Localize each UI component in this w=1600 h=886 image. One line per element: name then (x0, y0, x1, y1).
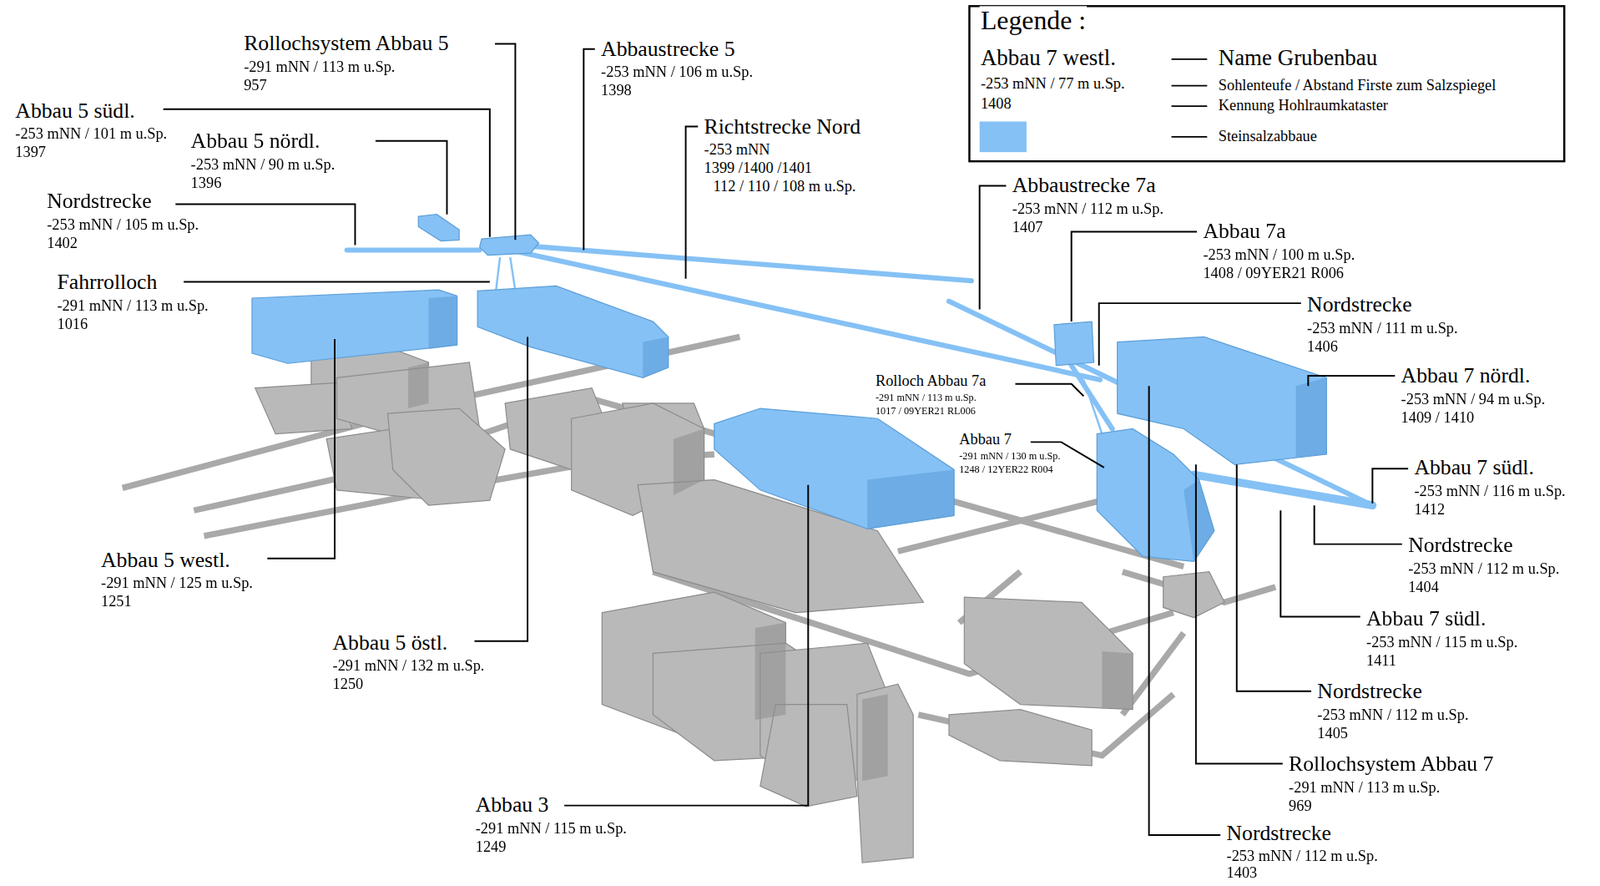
callout-text: 112 / 110 / 108 m u.Sp. (711, 177, 857, 196)
callout-text: -253 mNN / 111 m u.Sp. (1306, 319, 1459, 338)
callout-text: Abbau 3 (474, 792, 550, 818)
callout-text: Legende : (979, 5, 1088, 37)
callout-text: -253 mNN / 101 m u.Sp. (14, 125, 168, 143)
callout-text: 957 (242, 76, 268, 95)
callout-text: 1409 / 1410 (1399, 408, 1475, 427)
callout-text: -291 mNN / 113 m u.Sp. (242, 58, 397, 76)
callout-text: Richtstrecke Nord (702, 114, 862, 140)
leader-lines (163, 44, 1409, 835)
callout-text: Nordstrecke (45, 188, 153, 214)
callout-text: 1016 (55, 315, 89, 334)
callout-text: -253 mNN / 100 m u.Sp. (1201, 246, 1356, 264)
callout-text: -291 mNN / 113 m u.Sp. (874, 391, 978, 404)
callout-text: -291 mNN / 132 m u.Sp. (331, 656, 485, 675)
callout-text: 1408 (979, 95, 1013, 113)
callout-text: 1412 (1413, 500, 1446, 519)
callout-text: -253 mNN / 112 m u.Sp. (1407, 560, 1561, 578)
callout-text: 1402 (45, 234, 79, 253)
callout-text: 1396 (189, 174, 223, 192)
callout-text: 1411 (1365, 651, 1398, 670)
callout-text: -253 mNN / 116 m u.Sp. (1413, 482, 1567, 500)
callout-text: -253 mNN / 112 m u.Sp. (1225, 847, 1379, 865)
callout-text: Abbaustrecke 5 (600, 36, 737, 62)
legend-text: Steinsalzabbaue (1217, 127, 1319, 146)
callout-text: -291 mNN / 125 m u.Sp. (100, 574, 254, 592)
callout-text: -291 mNN / 113 m u.Sp. (1287, 778, 1442, 797)
callout-text: 1398 (600, 81, 633, 100)
callout-text: 1017 / 09YER21 RL006 (874, 404, 977, 417)
callout-text: -253 mNN / 106 m u.Sp. (600, 63, 754, 81)
callout-text: -291 mNN / 130 m u.Sp. (958, 449, 1062, 462)
callout-text: 1397 (14, 143, 47, 162)
callout-text: Nordstrecke (1306, 292, 1414, 318)
callout-text: -253 mNN / 115 m u.Sp. (1365, 633, 1520, 652)
callout-text: Abbau 7 südl. (1365, 605, 1488, 631)
callout-text: -253 mNN / 112 m u.Sp. (1316, 706, 1470, 724)
callout-text: Abbau 7 südl. (1413, 454, 1535, 480)
callout-text: Nordstrecke (1225, 820, 1333, 846)
callout-text: 1408 / 09YER21 R006 (1201, 264, 1345, 283)
callout-text: Abbau 5 nördl. (189, 128, 321, 154)
callout-text: 969 (1287, 797, 1313, 815)
callout-text: Fahrrolloch (55, 269, 158, 295)
callout-text: Rollochsystem Abbau 7 (1287, 751, 1495, 777)
callout-text: 1407 (1011, 218, 1045, 237)
callout-text: Abbau 5 südl. (14, 97, 137, 123)
legend-text: Sohlenteufe / Abstand Firste zum Salzspi… (1217, 76, 1498, 95)
grey-shading (408, 362, 1133, 781)
callout-text: 1250 (331, 675, 364, 693)
callout-text: Abbaustrecke 7a (1011, 172, 1157, 198)
callout-text: -291 mNN / 113 m u.Sp. (55, 297, 210, 315)
callout-text: 1251 (100, 592, 133, 611)
callout-text: -253 mNN / 105 m u.Sp. (45, 216, 200, 234)
legend-swatch (979, 121, 1027, 152)
blue-shading (428, 296, 1327, 562)
callout-text: 1405 (1316, 724, 1349, 742)
callout-text: Abbau 5 östl. (331, 629, 449, 655)
callout-text: -253 mNN / 94 m u.Sp. (1399, 390, 1546, 409)
callout-text: Rolloch Abbau 7a (874, 372, 988, 390)
callout-text: -291 mNN / 115 m u.Sp. (474, 819, 628, 838)
callout-text: -253 mNN / 77 m u.Sp. (979, 75, 1126, 93)
callout-text: 1248 / 12YER22 R004 (958, 463, 1055, 475)
grey-excavations (255, 347, 1225, 863)
blue-excavations (252, 214, 1327, 562)
callout-text: Abbau 7 (958, 430, 1013, 449)
legend-dashes (1171, 59, 1208, 137)
callout-text: 1249 (474, 837, 507, 856)
callout-text: Abbau 7 nördl. (1399, 363, 1531, 389)
callout-text: Nordstrecke (1407, 532, 1515, 558)
callout-text: 1404 (1407, 578, 1440, 596)
callout-text: Abbau 7a (1201, 218, 1288, 244)
callout-text: -253 mNN (702, 141, 771, 159)
callout-text: 1406 (1306, 338, 1339, 356)
legend-text: Name Grubenbau (1217, 45, 1379, 71)
callout-text: 1403 (1225, 864, 1258, 883)
callout-text: 1399 /1400 /1401 (702, 159, 813, 177)
legend-frame (969, 5, 1565, 162)
legend-text: Kennung Hohlraumkataster (1217, 96, 1390, 115)
callout-text: -253 mNN / 112 m u.Sp. (1011, 200, 1166, 218)
callout-text: Abbau 7 westl. (979, 45, 1118, 71)
callout-text: Abbau 5 westl. (100, 546, 232, 572)
callout-text: Nordstrecke (1316, 678, 1424, 704)
callout-text: -253 mNN / 90 m u.Sp. (189, 156, 336, 174)
callout-text: Rollochsystem Abbau 5 (242, 30, 450, 56)
